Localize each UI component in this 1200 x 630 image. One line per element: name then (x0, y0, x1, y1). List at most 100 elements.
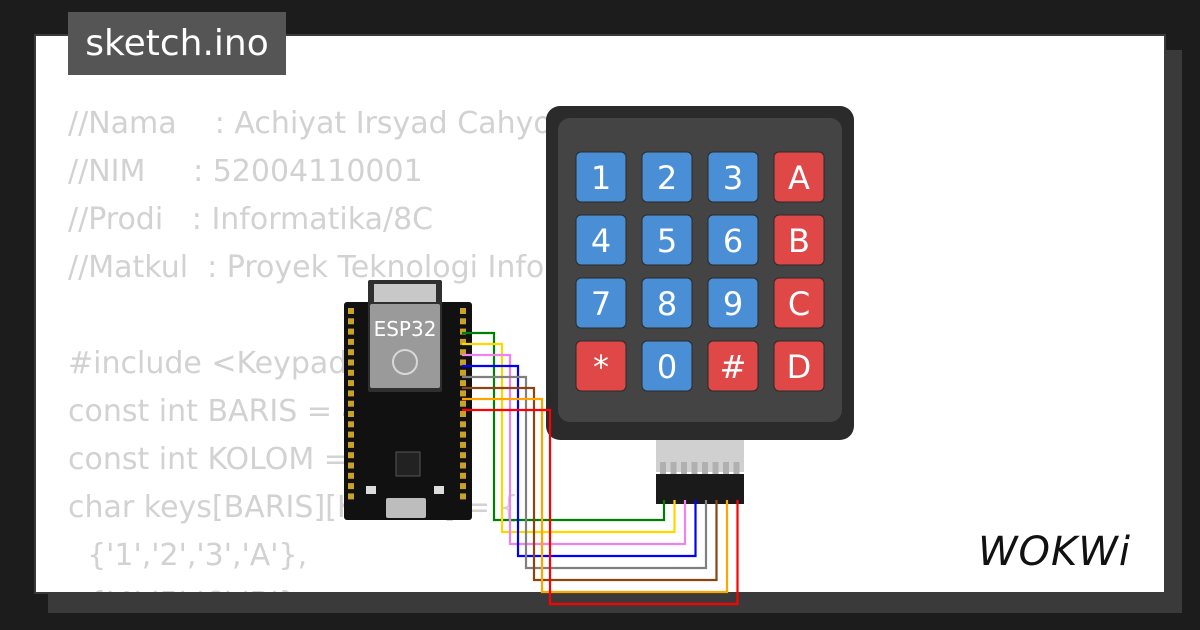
keypad-pin (670, 462, 677, 474)
esp32-pin-left (348, 483, 354, 490)
keypad-key[interactable]: 8 (641, 277, 693, 329)
keypad-panel (558, 118, 842, 422)
keypad-key-cap (641, 214, 693, 266)
keypad-key[interactable]: 6 (707, 214, 759, 266)
keypad-pin (660, 462, 666, 474)
keypad-key-cap (773, 151, 825, 203)
keypad-key-label: C (788, 285, 810, 323)
esp32-pin-left (348, 493, 354, 500)
esp32-pin-left (348, 308, 354, 314)
code-line: //Prodi : Informatika/8C (68, 202, 434, 237)
wire (462, 331, 666, 522)
keypad-key-cap (575, 151, 627, 203)
keypad-key-cap (773, 277, 825, 329)
keypad-key-label: 9 (723, 285, 743, 323)
esp32-pin-left (348, 318, 354, 325)
code-line: const int BARIS = 4; (68, 394, 371, 429)
en-button (366, 486, 376, 494)
keypad-key-cap (707, 151, 759, 203)
esp32-shield (370, 304, 440, 388)
keypad-key[interactable]: A (773, 151, 825, 203)
esp32-pin-right (460, 472, 466, 479)
keypad-key-cap (773, 214, 825, 266)
esp32-pin-right (460, 483, 466, 490)
keypad-key[interactable]: 5 (641, 214, 693, 266)
esp32-pin-left (348, 349, 354, 356)
keypad-key-label: 8 (657, 285, 677, 323)
file-tab[interactable]: sketch.ino (68, 12, 286, 75)
keypad-key-label: # (720, 348, 747, 386)
esp32-pin-right (460, 431, 466, 438)
esp32-pin-left (348, 359, 354, 366)
keypad-key-cap (641, 277, 693, 329)
esp32-pin-right (460, 380, 466, 387)
keypad-key-cap (641, 151, 693, 203)
keypad-key[interactable]: 2 (641, 151, 693, 203)
esp32-label: ESP32 (374, 317, 437, 341)
wire (462, 342, 676, 534)
keypad-key-label: D (787, 348, 812, 386)
esp32-pin-left (348, 411, 354, 417)
esp32-pin-right (460, 493, 466, 500)
keypad-key-cap (707, 277, 759, 329)
keypad-pin (702, 462, 708, 474)
esp32-pin-right (460, 441, 466, 448)
keypad-key[interactable]: 0 (641, 340, 693, 392)
keypad-key[interactable]: B (773, 214, 825, 266)
esp32-pin-left (348, 380, 354, 387)
espressif-logo-icon (392, 349, 418, 375)
esp32-pin-right (460, 462, 466, 469)
keypad-key[interactable]: 4 (575, 214, 627, 266)
esp32-pin-right (460, 349, 466, 356)
esp32-pin-right (460, 421, 466, 428)
esp32-pin-right (460, 359, 466, 366)
esp32-pin-left (348, 462, 354, 469)
keypad-pin (691, 462, 698, 474)
keypad-key-label: B (788, 222, 810, 260)
esp32-pin-right (460, 328, 466, 335)
keypad-key[interactable]: 9 (707, 277, 759, 329)
esp32-pin-right (460, 318, 466, 325)
esp32-pin-right (460, 338, 466, 345)
keypad-key[interactable]: * (575, 340, 627, 392)
keypad-key[interactable]: 3 (707, 151, 759, 203)
keypad-key-label: 7 (591, 285, 611, 323)
esp32-pin-right (460, 308, 466, 314)
keypad-key-label: 6 (723, 222, 743, 260)
wire (462, 397, 729, 594)
wire (462, 375, 708, 570)
keypad-key-cap (575, 277, 627, 329)
keypad-key-cap (575, 340, 627, 392)
keypad-key[interactable]: D (773, 340, 825, 392)
keypad-key-cap (707, 214, 759, 266)
esp32-pin-left (348, 328, 354, 335)
keypad-pin (733, 462, 740, 474)
esp32-pin-right (460, 411, 466, 417)
keypad-key-label: 3 (723, 159, 743, 197)
code-line: {'4','5','6','B'}, (68, 580, 628, 592)
esp32-pin-right (460, 400, 466, 407)
keypad-key-cap (707, 340, 759, 392)
keypad-key[interactable]: 1 (575, 151, 627, 203)
keypad-ribbon (656, 440, 744, 472)
svg-text:WOKWi: WOKWi (978, 529, 1131, 575)
esp32-pin-left (348, 421, 354, 428)
keypad-key-label: * (593, 348, 609, 386)
esp32-pin-left (348, 338, 354, 345)
keypad-key[interactable]: 7 (575, 277, 627, 329)
esp32-pin-right (460, 452, 466, 459)
esp32-pin-left (348, 452, 354, 459)
wire (462, 386, 718, 582)
wire (462, 364, 697, 558)
esp32-pin-left (348, 390, 354, 397)
keypad-pin (712, 462, 719, 474)
keypad-key-cap (575, 214, 627, 266)
keypad-key-label: A (788, 159, 810, 197)
code-line: {'1','2','3','A'}, (68, 538, 308, 573)
keypad-pin (681, 462, 687, 474)
keypad-key[interactable]: # (707, 340, 759, 392)
keypad-key-label: 2 (657, 159, 677, 197)
keypad-key[interactable]: C (773, 277, 825, 329)
keypad-key-label: 5 (657, 222, 677, 260)
